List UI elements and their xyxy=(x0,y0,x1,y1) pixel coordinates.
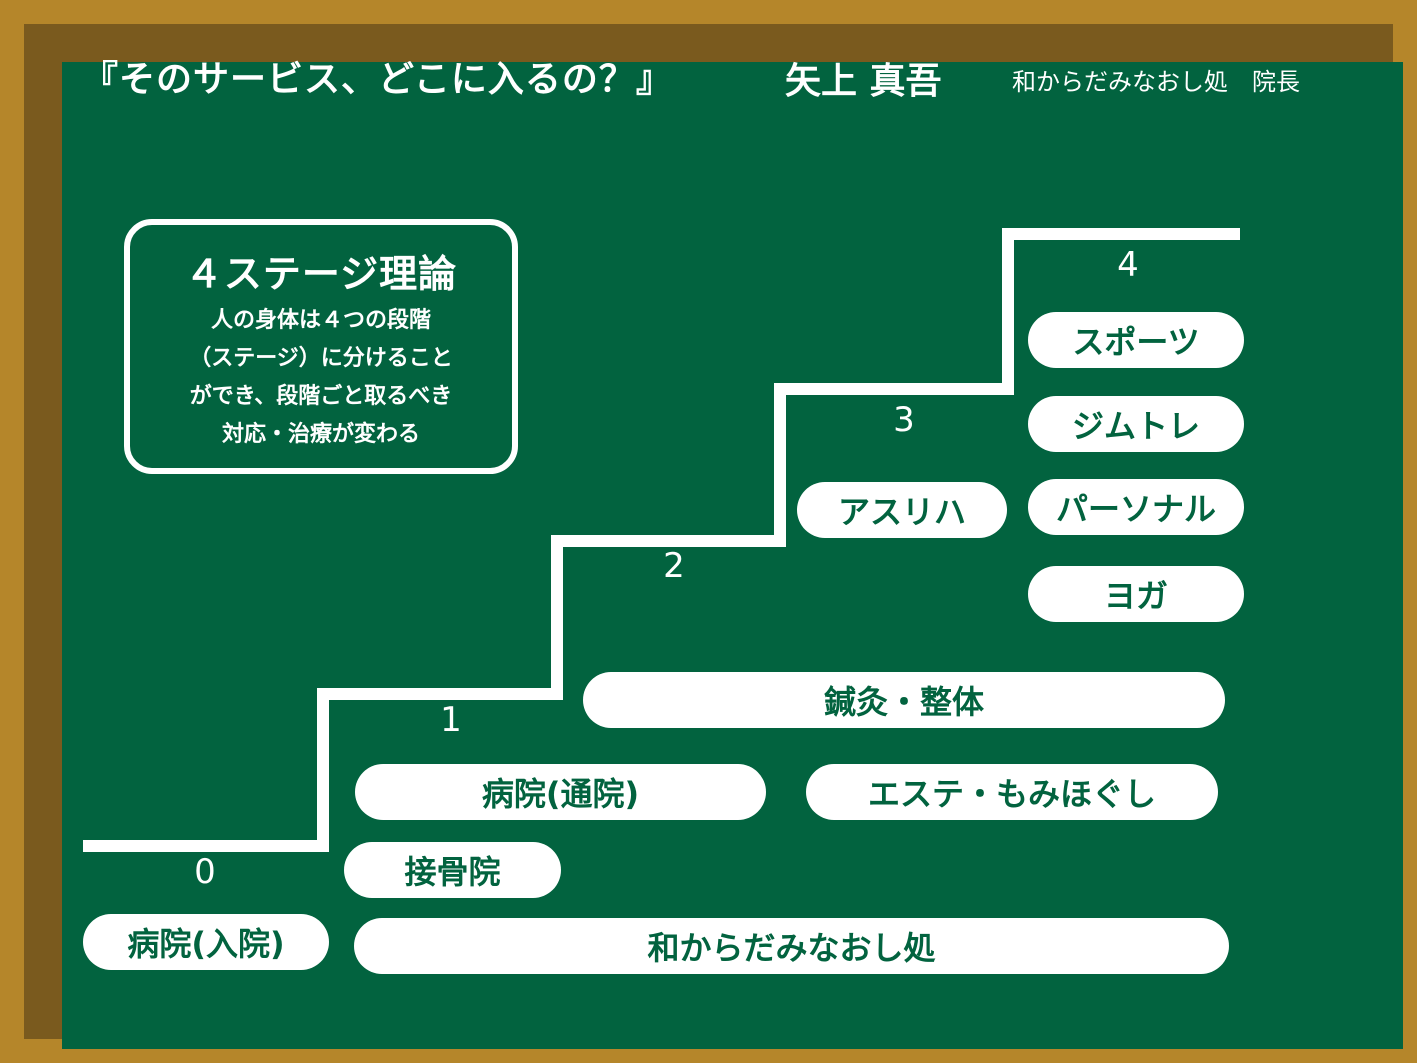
theory-description: 人の身体は４つの段階 （ステージ）に分けること ができ、段階ごと取るべき 対応・… xyxy=(130,302,512,454)
page-title: 『そのサービス、どこに入るの？』 xyxy=(82,59,673,100)
service-pill-acupuncture-seitai: 鍼灸・整体 xyxy=(583,672,1225,728)
theory-line: ができ、段階ごと取るべき xyxy=(189,384,453,409)
service-pill-hospital-inpatient: 病院(入院) xyxy=(83,914,329,970)
service-pill-gym-training: ジムトレ xyxy=(1028,396,1244,452)
stage-number-0: 0 xyxy=(194,852,216,892)
service-pill-personal: パーソナル xyxy=(1028,479,1244,535)
stage-number-1: 1 xyxy=(440,700,462,740)
theory-box: ４ステージ理論 人の身体は４つの段階 （ステージ）に分けること ができ、段階ごと… xyxy=(124,219,518,474)
service-pill-athletic-rehab: アスリハ xyxy=(797,482,1007,538)
stage-number-4: 4 xyxy=(1117,245,1139,285)
author-affiliation: 和からだみなおし処 院長 xyxy=(1012,68,1300,96)
service-pill-hospital-outpatient: 病院(通院) xyxy=(355,764,766,820)
chalkboard xyxy=(62,62,1403,1049)
theory-line: 対応・治療が変わる xyxy=(221,422,420,447)
theory-line: 人の身体は４つの段階 xyxy=(210,308,431,333)
stage-number-3: 3 xyxy=(893,400,915,440)
service-pill-sports: スポーツ xyxy=(1028,312,1244,368)
service-pill-clinic: 和からだみなおし処 xyxy=(354,918,1229,974)
service-pill-bonesetter: 接骨院 xyxy=(344,842,561,898)
stage-number-2: 2 xyxy=(663,546,685,586)
author-name: 矢上 真吾 xyxy=(785,61,942,102)
theory-line: （ステージ）に分けること xyxy=(189,346,453,371)
service-pill-esthetic-massage: エステ・もみほぐし xyxy=(806,764,1218,820)
service-pill-yoga: ヨガ xyxy=(1028,566,1244,622)
theory-title: ４ステージ理論 xyxy=(184,252,458,296)
